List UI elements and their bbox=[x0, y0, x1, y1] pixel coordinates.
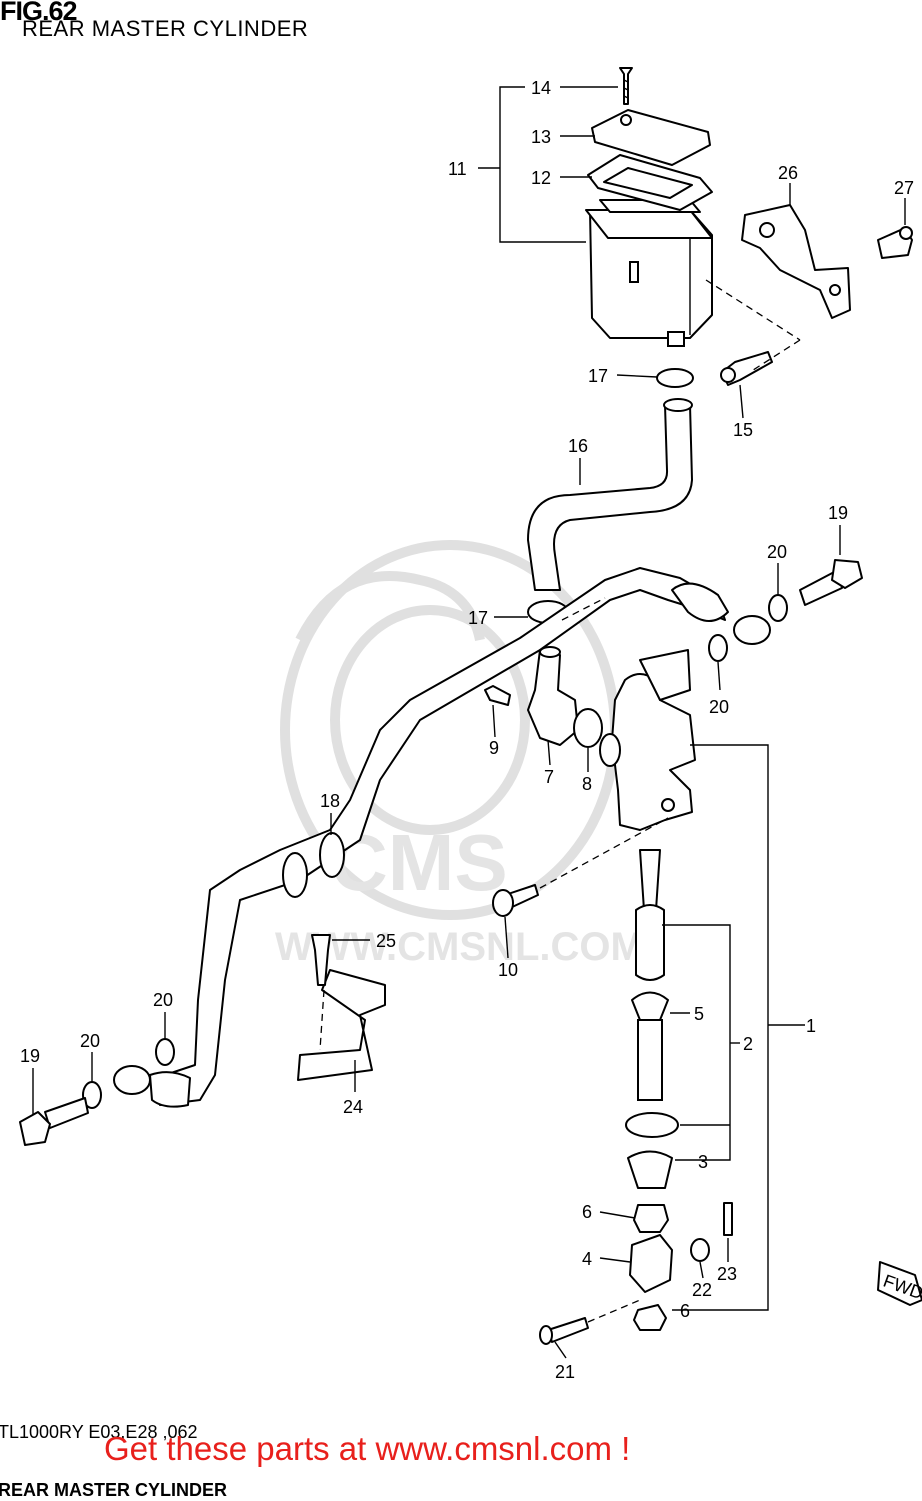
callout-label: 20 bbox=[767, 542, 787, 562]
promo-link[interactable]: Get these parts at www.cmsnl.com ! bbox=[104, 1430, 631, 1467]
pin-21-head bbox=[539, 1325, 553, 1345]
nut-6-upper bbox=[633, 1204, 669, 1233]
union-bolt-upper bbox=[799, 559, 863, 606]
callout-label: 12 bbox=[531, 168, 551, 188]
callout-label: 2 bbox=[743, 1034, 753, 1054]
union-fitting bbox=[527, 646, 579, 746]
leader-lines bbox=[32, 86, 906, 1359]
washer-20 bbox=[155, 1038, 175, 1066]
callout-label: 17 bbox=[588, 366, 608, 386]
callout-label: 7 bbox=[544, 767, 554, 787]
callout-label: 18 bbox=[320, 791, 340, 811]
callout-label: 17 bbox=[468, 608, 488, 628]
callout-label: 13 bbox=[531, 127, 551, 147]
union-bolt-lower bbox=[19, 1097, 89, 1146]
piston-assembly bbox=[631, 849, 669, 1101]
callout-label: 16 bbox=[568, 436, 588, 456]
cotter-pin bbox=[723, 1202, 733, 1236]
callout-label: 10 bbox=[498, 960, 518, 980]
clamp-upper bbox=[656, 368, 694, 388]
boot bbox=[627, 1150, 673, 1189]
callout-label: 19 bbox=[20, 1046, 40, 1066]
nut-6-lower bbox=[633, 1304, 667, 1331]
circlip bbox=[625, 1112, 679, 1138]
screw-9 bbox=[484, 685, 511, 706]
callout-label: 20 bbox=[153, 990, 173, 1010]
master-cylinder-body bbox=[599, 649, 696, 831]
reservoir-hose bbox=[527, 404, 693, 591]
footer-title: REAR MASTER CYLINDER bbox=[0, 1480, 228, 1500]
o-ring bbox=[573, 708, 603, 748]
pin-21 bbox=[547, 1317, 589, 1343]
callout-labels: 1 2 3 4 5 6 6 7 8 9 10 11 12 13 14 15 16… bbox=[20, 78, 914, 1382]
callout-label: 19 bbox=[828, 503, 848, 523]
callout-label: 15 bbox=[733, 420, 753, 440]
washer-22 bbox=[690, 1238, 710, 1262]
reservoir-assembly bbox=[585, 67, 713, 347]
callout-label: 25 bbox=[376, 931, 396, 951]
callout-label: 24 bbox=[343, 1097, 363, 1117]
callout-label: 6 bbox=[582, 1202, 592, 1222]
callout-label: 3 bbox=[698, 1152, 708, 1172]
bracket-and-bolt bbox=[741, 204, 913, 319]
figure-title: REAR MASTER CYLINDER bbox=[22, 16, 309, 41]
footer-model-code: TL1000RY E03,E28 ,062 bbox=[0, 1422, 198, 1442]
banjo-upper bbox=[733, 615, 771, 645]
forward-arrow-badge: FWD bbox=[877, 1261, 922, 1306]
bolt-25 bbox=[311, 934, 331, 986]
callout-label: 11 bbox=[448, 159, 467, 179]
banjo-lower bbox=[113, 1065, 151, 1095]
hose-guard bbox=[297, 969, 386, 1081]
hose-grommet bbox=[282, 852, 308, 898]
callout-label: 20 bbox=[709, 697, 729, 717]
callout-label: 6 bbox=[680, 1301, 690, 1321]
washer-20 bbox=[768, 594, 788, 622]
joint bbox=[629, 1234, 673, 1293]
hose-end bbox=[663, 398, 693, 412]
callout-label: 8 bbox=[582, 774, 592, 794]
bolt-10 bbox=[492, 884, 539, 917]
callout-label: 26 bbox=[778, 163, 798, 183]
callout-label: 5 bbox=[694, 1004, 704, 1024]
callout-label: 4 bbox=[582, 1249, 592, 1269]
bolt-15 bbox=[720, 351, 773, 386]
figure-number: FIG.62 bbox=[0, 0, 78, 26]
callout-label: 9 bbox=[489, 738, 499, 758]
hose-fitting-upper bbox=[671, 582, 729, 622]
callout-label: 20 bbox=[80, 1031, 100, 1051]
callout-label: 21 bbox=[555, 1362, 575, 1382]
callout-label: 27 bbox=[894, 178, 914, 198]
hose-fitting-lower bbox=[149, 1071, 191, 1108]
washer-20 bbox=[708, 634, 728, 662]
hose-grommet bbox=[319, 832, 345, 878]
callout-label: 14 bbox=[531, 78, 551, 98]
watermark-url: WWW.CMSNL.COM bbox=[275, 925, 644, 969]
callout-label: 1 bbox=[806, 1016, 816, 1036]
callout-label: 22 bbox=[692, 1280, 712, 1300]
callout-label: 23 bbox=[717, 1264, 737, 1284]
